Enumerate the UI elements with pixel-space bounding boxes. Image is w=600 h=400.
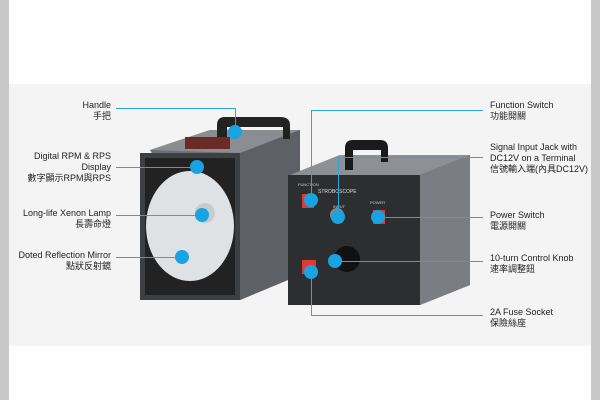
- callout-signal-jack: Signal Input Jack with DC12V on a Termin…: [490, 142, 588, 175]
- knob-leader-line: [335, 261, 483, 262]
- signal-leader-line: [338, 157, 483, 158]
- handle-label-zh: 手把: [92, 111, 111, 121]
- function-label-zh: 功能開關: [490, 111, 527, 121]
- mirror-leader-line: [116, 257, 182, 258]
- power-marker-dot: [371, 210, 385, 224]
- mirror-marker-dot: [175, 250, 189, 264]
- callout-mirror: Doted Reflection Mirror 點狀反射鏡: [18, 250, 111, 272]
- stroboscope-lamp-unit: [140, 117, 300, 300]
- lamp-label-zh: 長壽命燈: [74, 219, 111, 229]
- mirror-label-en: Doted Reflection Mirror: [18, 250, 111, 260]
- function-leader-line-v: [311, 110, 312, 200]
- callout-fuse-socket: 2A Fuse Socket 保險絲座: [490, 307, 553, 329]
- lamp-marker-dot: [195, 208, 209, 222]
- knob-label-zh: 速率調整鈕: [490, 264, 536, 274]
- display-marker-dot: [190, 160, 204, 174]
- left-frame-bar: [0, 0, 9, 400]
- fuse-leader-line-v: [311, 272, 312, 315]
- signal-label-en-2: DC12V on a Terminal: [490, 153, 576, 163]
- display-label-en-1: Digital RPM & RPS: [33, 151, 111, 161]
- panel-function-label: FUNCTION: [298, 182, 319, 187]
- panel-input-label: INPUT: [333, 204, 345, 209]
- function-marker-dot: [304, 193, 318, 207]
- signal-marker-dot: [331, 210, 345, 224]
- handle-leader-line-v: [235, 108, 236, 132]
- callout-function-switch: Function Switch 功能開關: [490, 100, 554, 122]
- signal-label-en-1: Signal Input Jack with: [490, 142, 578, 152]
- callout-display: Digital RPM & RPS Display 數字顯示RPM與RPS: [27, 151, 111, 184]
- callout-power-switch: Power Switch 電源開關: [490, 210, 545, 232]
- signal-leader-line-v: [338, 157, 339, 217]
- knob-label-en: 10-turn Control Knob: [490, 253, 574, 263]
- handle-label-en: Handle: [82, 100, 111, 110]
- power-leader-line: [378, 217, 483, 218]
- fuse-label-en: 2A Fuse Socket: [490, 307, 554, 317]
- callout-handle: Handle 手把: [82, 100, 111, 122]
- knob-marker-dot: [328, 254, 342, 268]
- fuse-label-zh: 保險絲座: [490, 318, 527, 328]
- display-label-zh: 數字顯示RPM與RPS: [27, 173, 111, 183]
- panel-brand: STROBOSCOPE: [318, 189, 357, 195]
- function-label-en: Function Switch: [490, 100, 554, 110]
- panel-power-label: POWER: [370, 200, 386, 205]
- display-leader-line: [116, 167, 197, 168]
- fuse-leader-line: [311, 315, 483, 316]
- handle-marker-dot: [228, 125, 242, 139]
- handle-leader-line: [116, 108, 235, 109]
- function-leader-line: [311, 110, 483, 111]
- lamp-leader-line: [116, 215, 202, 216]
- callout-control-knob: 10-turn Control Knob 速率調整鈕: [490, 253, 574, 275]
- fuse-marker-dot: [304, 265, 318, 279]
- power-label-en: Power Switch: [490, 210, 545, 220]
- signal-label-zh: 信號輸入端(內具DC12V): [490, 164, 589, 174]
- display-label-en-2: Display: [81, 162, 111, 172]
- callout-lamp: Long-life Xenon Lamp 長壽命燈: [23, 208, 111, 230]
- power-label-zh: 電源開關: [490, 221, 527, 231]
- mirror-label-zh: 點狀反射鏡: [65, 261, 111, 271]
- right-frame-bar: [591, 0, 600, 400]
- lamp-label-en: Long-life Xenon Lamp: [22, 208, 111, 218]
